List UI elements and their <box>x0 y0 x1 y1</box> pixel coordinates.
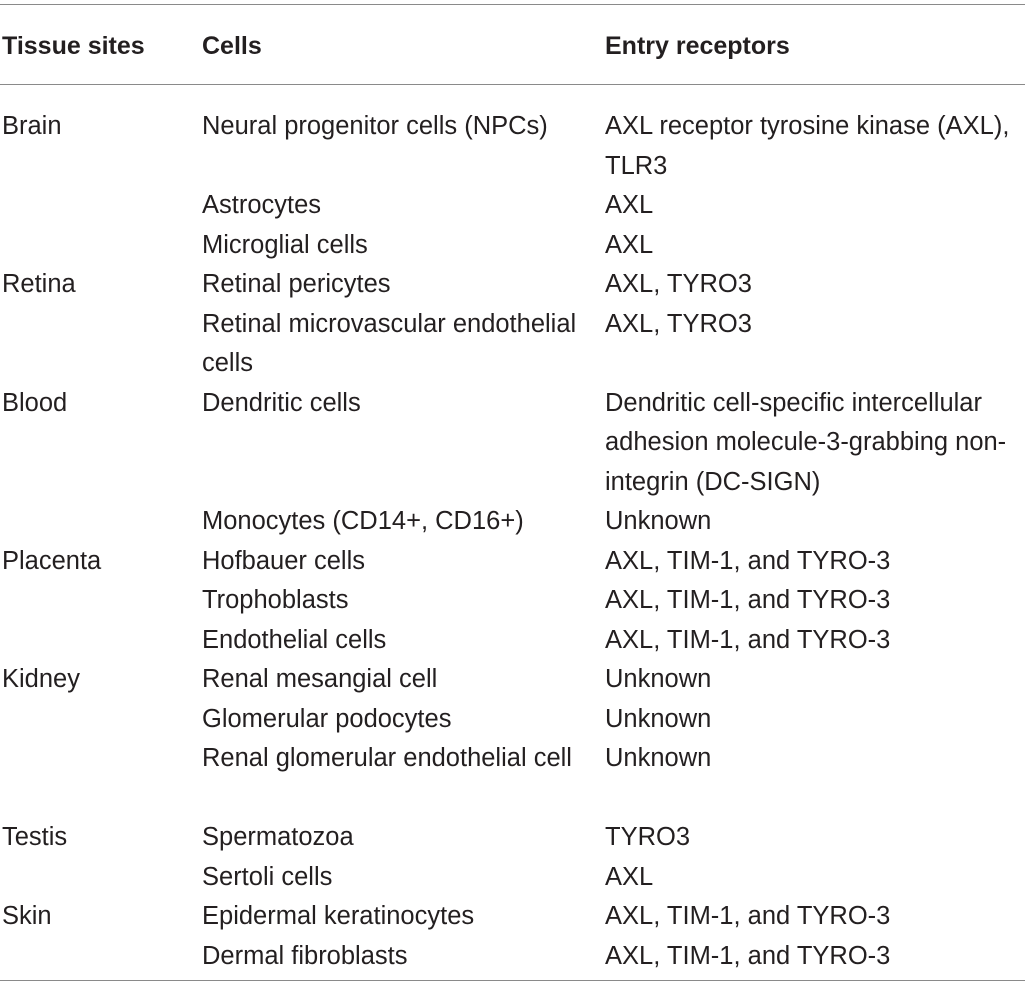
cell-entry-receptors: AXL <box>605 230 654 259</box>
cell-cells: Dendritic cells <box>202 388 361 417</box>
table-bottom-rule <box>0 980 1025 981</box>
cell-tissue-site: Skin <box>2 902 52 930</box>
cell-cells: Trophoblasts <box>202 586 349 614</box>
cell-cells: Microglial cells <box>202 230 368 259</box>
cell-entry-receptors: Unknown <box>605 665 712 693</box>
header-entry-receptors: Entry receptors <box>605 32 790 60</box>
cell-entry-receptors: Dendritic cell-specific intercellular ad… <box>605 388 1007 496</box>
cell-cells: Sertoli cells <box>202 862 333 891</box>
cell-tissue-site: Retina <box>2 270 76 298</box>
table-row: Blood Dendritic cells Dendritic cell-speci… <box>0 384 1025 503</box>
cell-entry-receptors: Unknown <box>605 744 712 772</box>
table-row: Sertoli cells AXL <box>0 858 1025 898</box>
table-row: Testis Spermatozoa TYRO3 <box>0 818 1025 858</box>
cell-tissue-site: Blood <box>2 388 68 417</box>
table-header: Tissue sites Cells Entry receptors <box>0 28 1025 64</box>
table-row: Renal glomerular endothelial cell Unknown <box>0 739 1025 818</box>
cell-cells: Hofbauer cells <box>202 546 365 575</box>
table-row: Glomerular podocytes Unknown <box>0 700 1025 740</box>
cell-entry-receptors: AXL, TYRO3 <box>605 309 752 338</box>
cell-cells: Dermal fibroblasts <box>202 941 408 970</box>
table-row: Brain Neural progenitor cells (NPCs) AXL r… <box>0 107 1025 186</box>
table-row: Retinal microvascular endothelial cells A… <box>0 305 1025 384</box>
table-row: Monocytes (CD14+, CD16+) Unknown <box>0 502 1025 542</box>
cell-entry-receptors: AXL, TIM-1, and TYRO-3 <box>605 941 891 970</box>
cell-entry-receptors: Unknown <box>605 507 712 535</box>
cell-cells: Renal mesangial cell <box>202 665 438 693</box>
cell-cells: Monocytes (CD14+, CD16+) <box>202 507 524 535</box>
cell-cells: Epidermal keratinocytes <box>202 902 475 930</box>
cell-tissue-site: Testis <box>2 823 68 851</box>
table-row: Skin Epidermal keratinocytes AXL, TIM-1, a… <box>0 897 1025 937</box>
cell-entry-receptors: Unknown <box>605 704 712 733</box>
table-row: Endothelial cells AXL, TIM-1, and TYRO-3 <box>0 621 1025 661</box>
cell-entry-receptors: AXL, TIM-1, and TYRO-3 <box>605 625 891 654</box>
cell-cells: Endothelial cells <box>202 625 387 654</box>
cell-entry-receptors: AXL, TIM-1, and TYRO-3 <box>605 586 891 614</box>
cell-tissue-site: Placenta <box>2 546 102 575</box>
header-cells: Cells <box>202 32 262 60</box>
cell-entry-receptors: AXL receptor tyrosine kinase (AXL), TLR3 <box>605 112 1010 180</box>
table-row: Trophoblasts AXL, TIM-1, and TYRO-3 <box>0 581 1025 621</box>
cell-cells: Neural progenitor cells (NPCs) <box>202 112 548 140</box>
cell-cells: Retinal pericytes <box>202 270 391 298</box>
cell-tissue-site: Kidney <box>2 665 80 693</box>
table-body: Brain Neural progenitor cells (NPCs) AXL r… <box>0 107 1025 976</box>
header-tissue-sites: Tissue sites <box>2 32 145 60</box>
cell-cells: Spermatozoa <box>202 823 354 851</box>
table-row: Placenta Hofbauer cells AXL, TIM-1, and TY… <box>0 542 1025 582</box>
cell-cells: Renal glomerular endothelial cell <box>202 744 572 772</box>
table-row: Retina Retinal pericytes AXL, TYRO3 <box>0 265 1025 305</box>
cell-entry-receptors: AXL, TIM-1, and TYRO-3 <box>605 902 891 930</box>
table-row: Microglial cells AXL <box>0 226 1025 266</box>
table-top-rule <box>0 4 1025 5</box>
table-header-rule <box>0 84 1025 85</box>
cell-entry-receptors: AXL <box>605 191 654 219</box>
table-row: Dermal fibroblasts AXL, TIM-1, and TYRO-3 <box>0 937 1025 977</box>
cell-entry-receptors: TYRO3 <box>605 823 691 851</box>
cell-tissue-site: Brain <box>2 112 62 140</box>
cell-entry-receptors: AXL, TYRO3 <box>605 270 752 298</box>
cell-cells: Astrocytes <box>202 191 322 219</box>
table-row: Kidney Renal mesangial cell Unknown <box>0 660 1025 700</box>
cell-cells: Glomerular podocytes <box>202 704 452 733</box>
cell-entry-receptors: AXL, TIM-1, and TYRO-3 <box>605 546 891 575</box>
cell-cells: Retinal microvascular endothelial cells <box>202 309 577 378</box>
cell-entry-receptors: AXL <box>605 862 654 891</box>
table-row: Astrocytes AXL <box>0 186 1025 226</box>
